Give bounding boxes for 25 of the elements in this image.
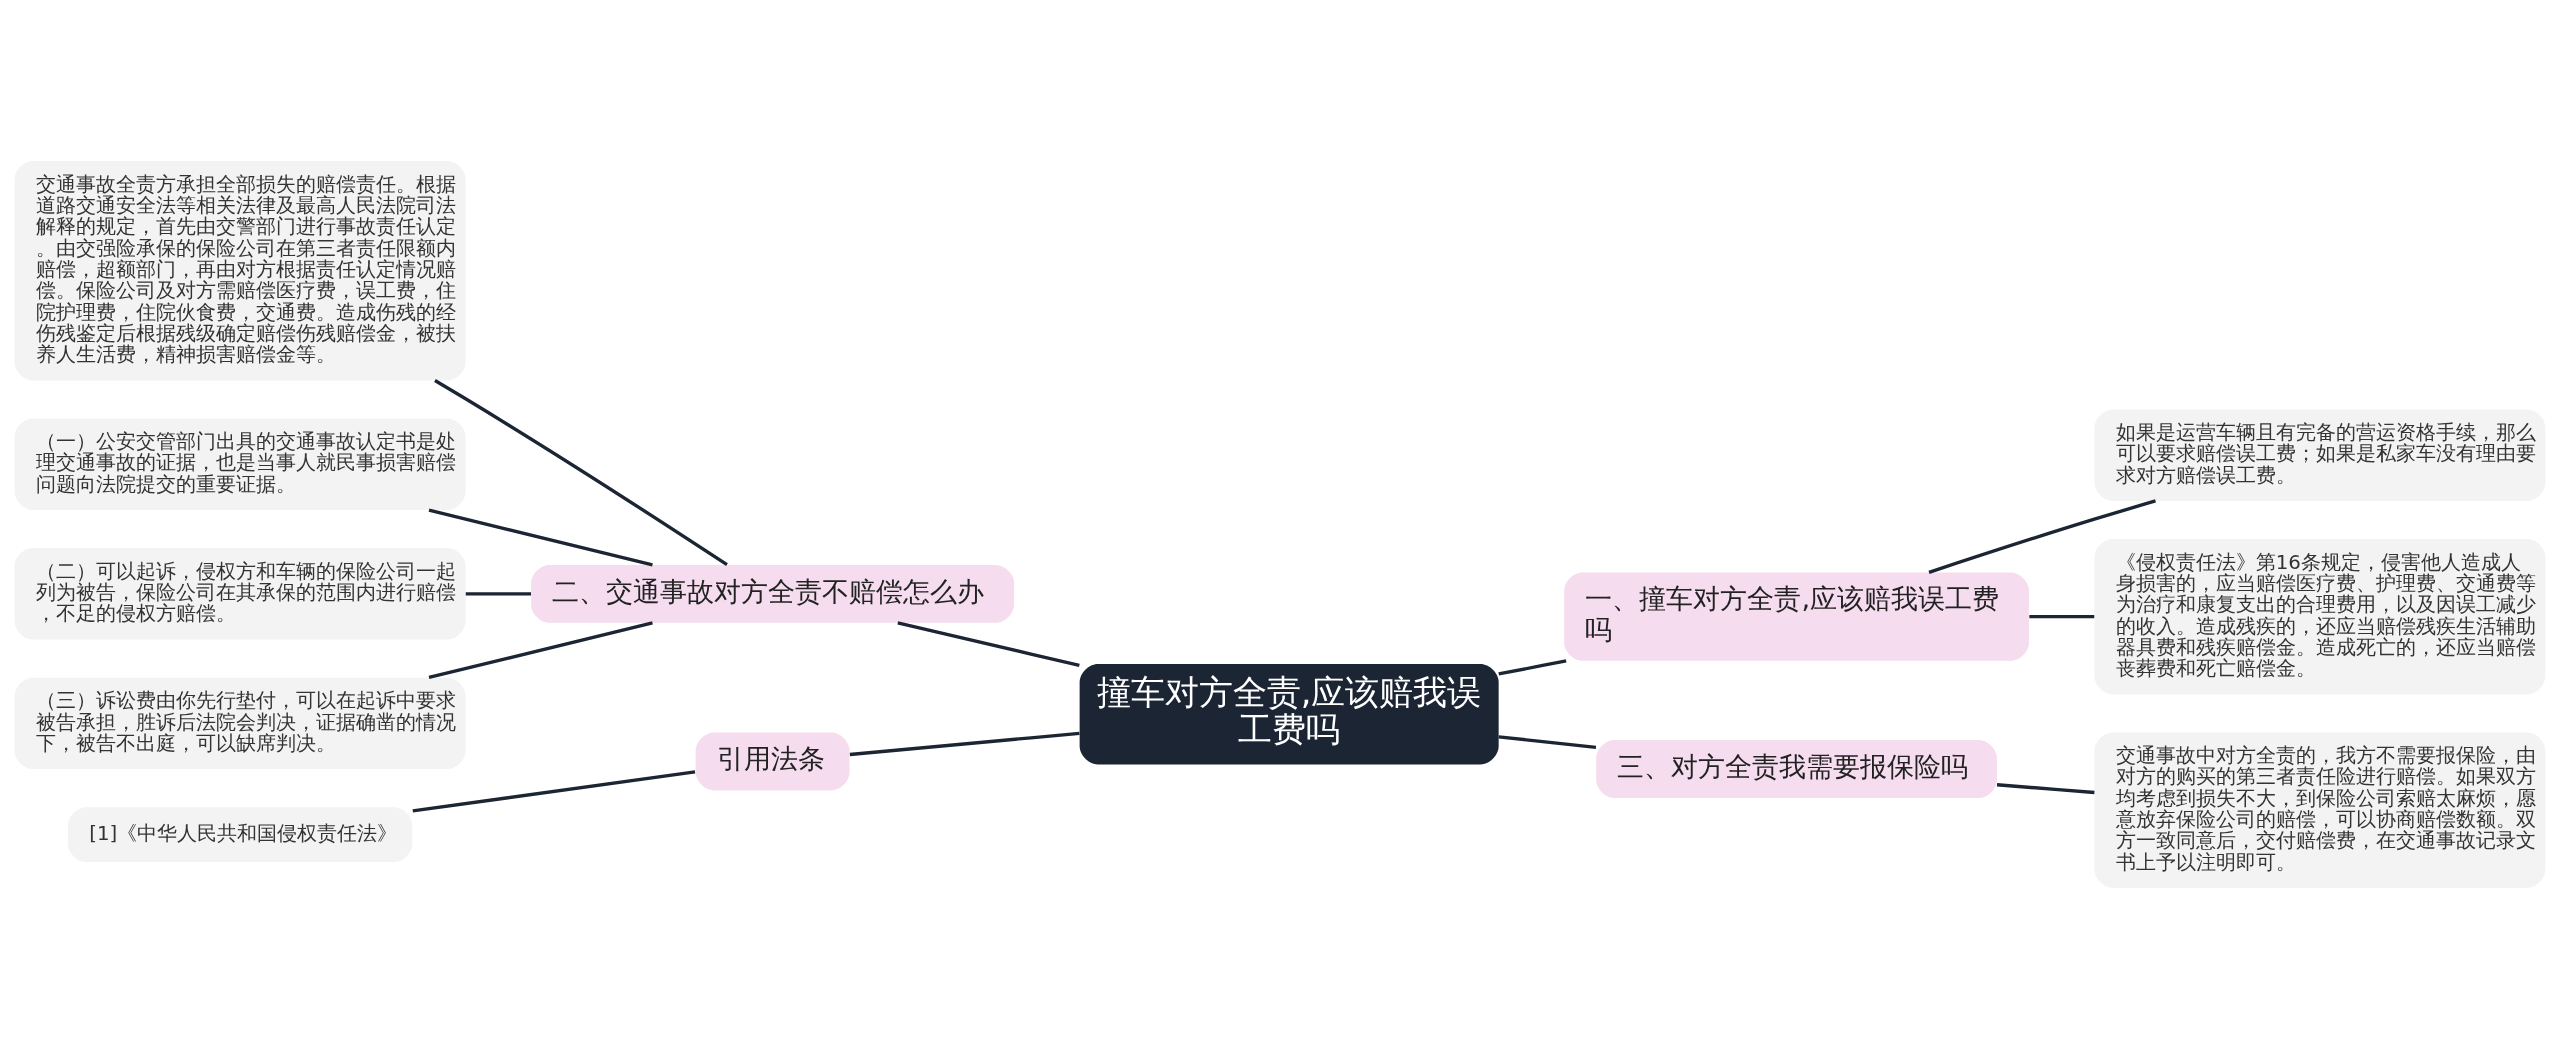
- connector: [428, 621, 653, 680]
- node-box: 交通事故全责方承担全部损失的赔偿责任。根据道路交通安全法等相关法律及最高人民法院司法解释的规定，首先由交警部门进行事故责任认定。由交强险承保的保险公司在第三者责任限额内赔偿，超额部门，再由对方根据责任认定情况赔偿。保险公司及对方需赔偿医疗费，误工费，住院护理费，住院伙食费，交通费。造成伤残的经伤残鉴定后根据残级确定赔偿伤残赔偿金，被扶养人生活费，精神损害赔偿金等。: [14, 161, 466, 381]
- node-box: （一）公安交管部门出具的交通事故认定书是处理交通事故的证据，也是当事人就民事损害赔偿问题向法院提交的重要证据。: [14, 418, 466, 510]
- node-box: [1]《中华人民共和国侵权责任法》: [67, 807, 413, 862]
- connector: [465, 592, 531, 596]
- node-box: （二）可以起诉，侵权方和车辆的保险公司一起列为被告，保险公司在其承保的范围内进行赔偿，不足的侵权方赔偿。: [14, 548, 466, 640]
- node-box: 交通事故中对方全责的，我方不需要报保险，由对方的购买的第三者责任险进行赔偿。如果双方均考虑到损失不大，到保险公司索赔太麻烦，愿意放弃保险公司的赔偿，可以协商赔偿数额。双方一致同意后，交付赔偿费，在交通事故记录文书上予以注明即可。: [2094, 732, 2546, 888]
- connector: [428, 508, 653, 567]
- node-box: 引用法条: [695, 732, 850, 791]
- connector: [1928, 499, 2156, 574]
- node-box: 二、交通事故对方全责不赔偿怎么办: [531, 564, 1015, 623]
- connector: [2029, 615, 2095, 619]
- node-box: （三）诉讼费由你先行垫付，可以在起诉中要求被告承担，胜诉后法院会判决，证据确凿的情况下，被告不出庭，可以缺席判决。: [14, 677, 466, 770]
- connector: [1498, 659, 1567, 676]
- node-box: 撞车对方全责,应该赔我误工费吗: [1079, 663, 1499, 765]
- node-box: 《侵权责任法》第16条规定，侵害他人造成人身损害的，应当赔偿医疗费、护理费、交通费等为治疗和康复支出的合理费用，以及因误工减少的收入。造成残疾的，还应当赔偿残疾生活辅助器具费和残疾赔偿金。造成死亡的，还应当赔偿丧葬费和死亡赔偿金。: [2094, 539, 2546, 695]
- connector: [897, 621, 1080, 667]
- node-box: 如果是运营车辆且有完备的营运资格手续，那么可以要求赔偿误工费；如果是私家车没有理由要求对方赔偿误工费。: [2094, 409, 2546, 501]
- connector: [1498, 735, 1597, 750]
- node-box: 一、撞车对方全责,应该赔我误工费吗: [1564, 572, 2029, 661]
- connector: [849, 731, 1080, 757]
- connector: [1996, 783, 2095, 795]
- connector: [412, 770, 696, 813]
- node-box: 三、对方全责我需要报保险吗: [1596, 740, 1997, 798]
- connector: [434, 379, 728, 567]
